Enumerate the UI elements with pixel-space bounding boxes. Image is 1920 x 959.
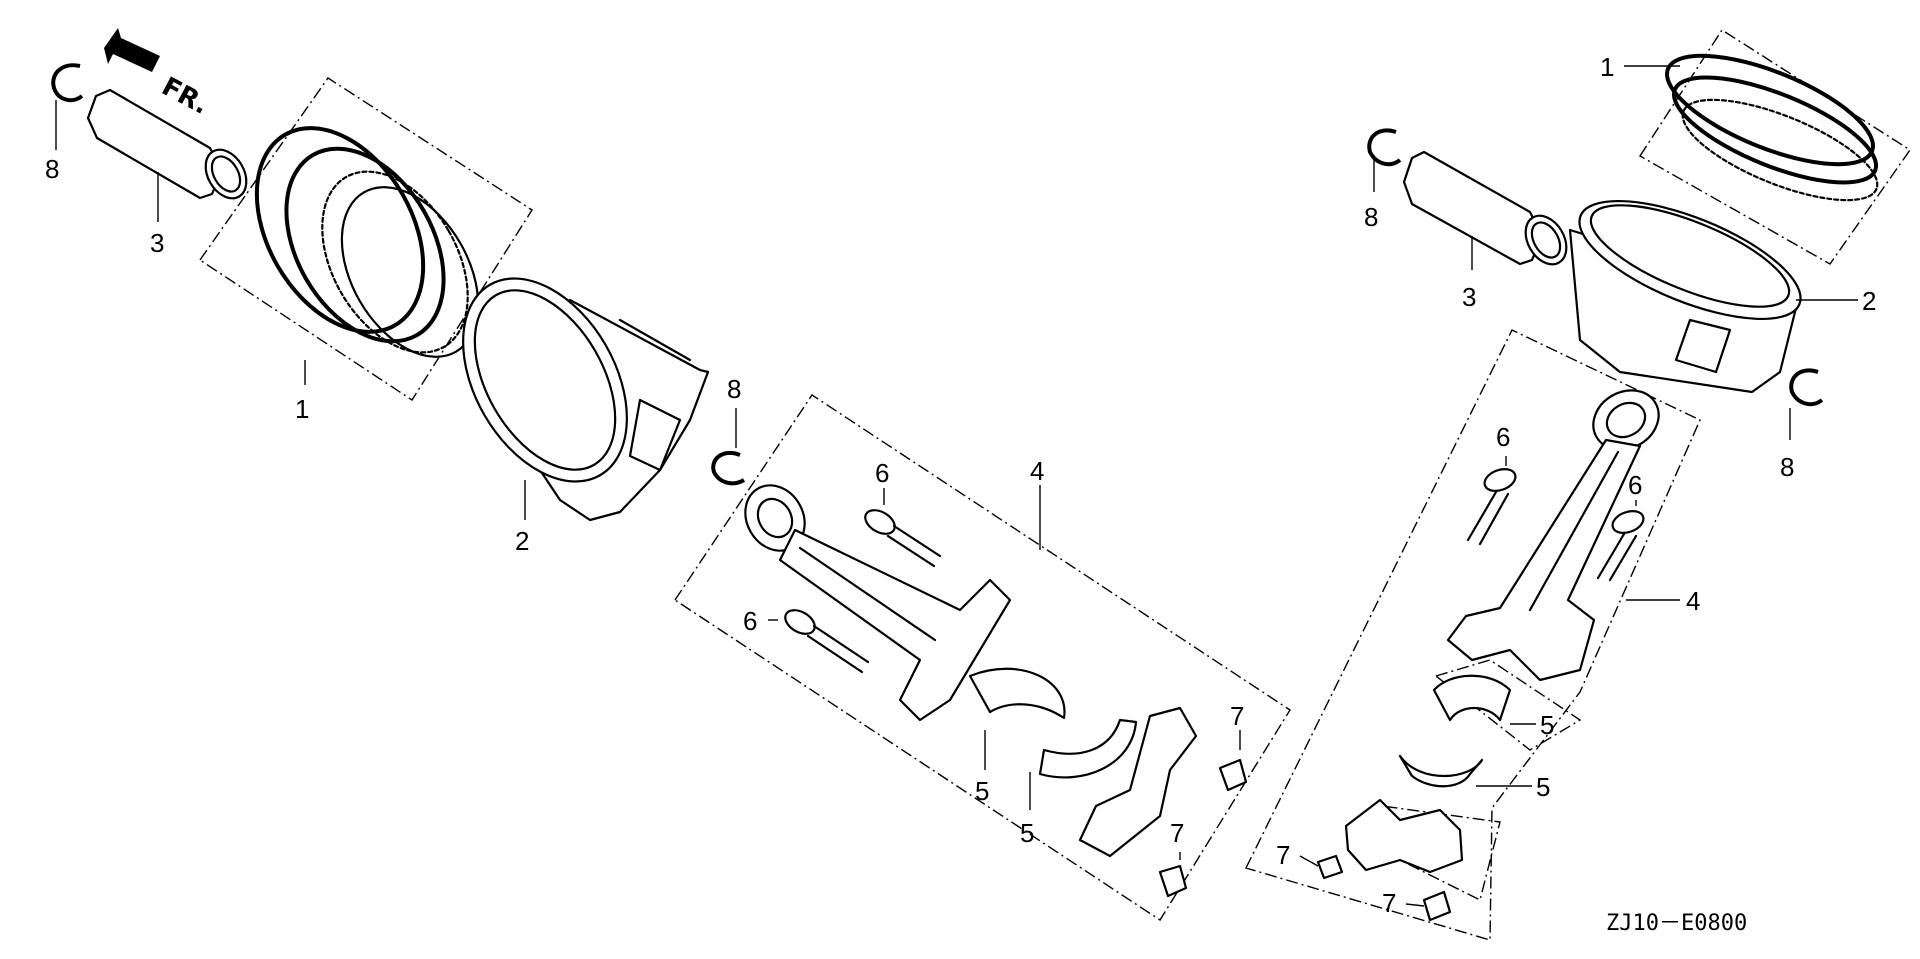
callout-2: 2	[515, 526, 529, 556]
circlip-part	[51, 63, 84, 103]
callout-1: 1	[1600, 52, 1614, 82]
piston-pin-part	[86, 88, 248, 200]
callout-5: 5	[1536, 772, 1550, 802]
bearing-shell-part	[1038, 718, 1138, 779]
rod-cap-part	[1344, 798, 1464, 874]
callout-5: 5	[1540, 710, 1554, 740]
circlip-part	[711, 451, 746, 486]
callout-8: 8	[45, 154, 59, 184]
callout-7: 7	[1170, 818, 1184, 848]
rod-bolt-part	[1596, 510, 1645, 582]
rod-cap-part	[1078, 706, 1198, 858]
callout-3: 3	[150, 228, 164, 258]
callout-8: 8	[1780, 452, 1794, 482]
rod-bolt-part	[1466, 468, 1517, 546]
rod-bolt-part	[784, 609, 870, 674]
callout-5: 5	[1020, 818, 1034, 848]
rod-nut-part	[1422, 890, 1452, 922]
callout-7: 7	[1230, 701, 1244, 731]
circlip-part	[1789, 368, 1824, 407]
callout-7: 7	[1382, 888, 1396, 918]
bearing-shell-part	[1398, 754, 1484, 788]
piston-ring-set-part	[254, 126, 480, 358]
bearing-shell-part	[1432, 674, 1512, 722]
connecting-rod-part	[744, 484, 1012, 722]
callout-6: 6	[1496, 422, 1510, 452]
rod-nut-part	[1158, 864, 1188, 898]
callout-5: 5	[975, 776, 989, 806]
rod-nut-part	[1316, 854, 1344, 880]
front-arrow-icon	[104, 28, 160, 72]
callout-8: 8	[727, 374, 741, 404]
circlip-part	[1367, 128, 1402, 167]
callout-6: 6	[1628, 470, 1642, 500]
callout-3: 3	[1462, 282, 1476, 312]
piston-part	[1568, 199, 1802, 394]
piston-part	[462, 277, 710, 522]
callout-4: 4	[1686, 586, 1700, 616]
callout-8: 8	[1364, 202, 1378, 232]
callout-7: 7	[1276, 840, 1290, 870]
callout-1: 1	[295, 394, 309, 424]
callout-6: 6	[875, 458, 889, 488]
connecting-rod-part	[1446, 389, 1660, 682]
diagram-code: ZJ10－E0800	[1606, 911, 1747, 936]
callout-6: 6	[743, 606, 757, 636]
callout-4: 4	[1030, 456, 1044, 486]
piston-pin-part	[1402, 150, 1568, 266]
front-label: FR.	[157, 72, 214, 121]
callout-2: 2	[1862, 286, 1876, 316]
rod-nut-part	[1218, 758, 1248, 792]
piston-ring-set-part	[1665, 53, 1879, 202]
bearing-shell-part	[968, 667, 1066, 720]
rod-bolt-part	[864, 509, 942, 568]
